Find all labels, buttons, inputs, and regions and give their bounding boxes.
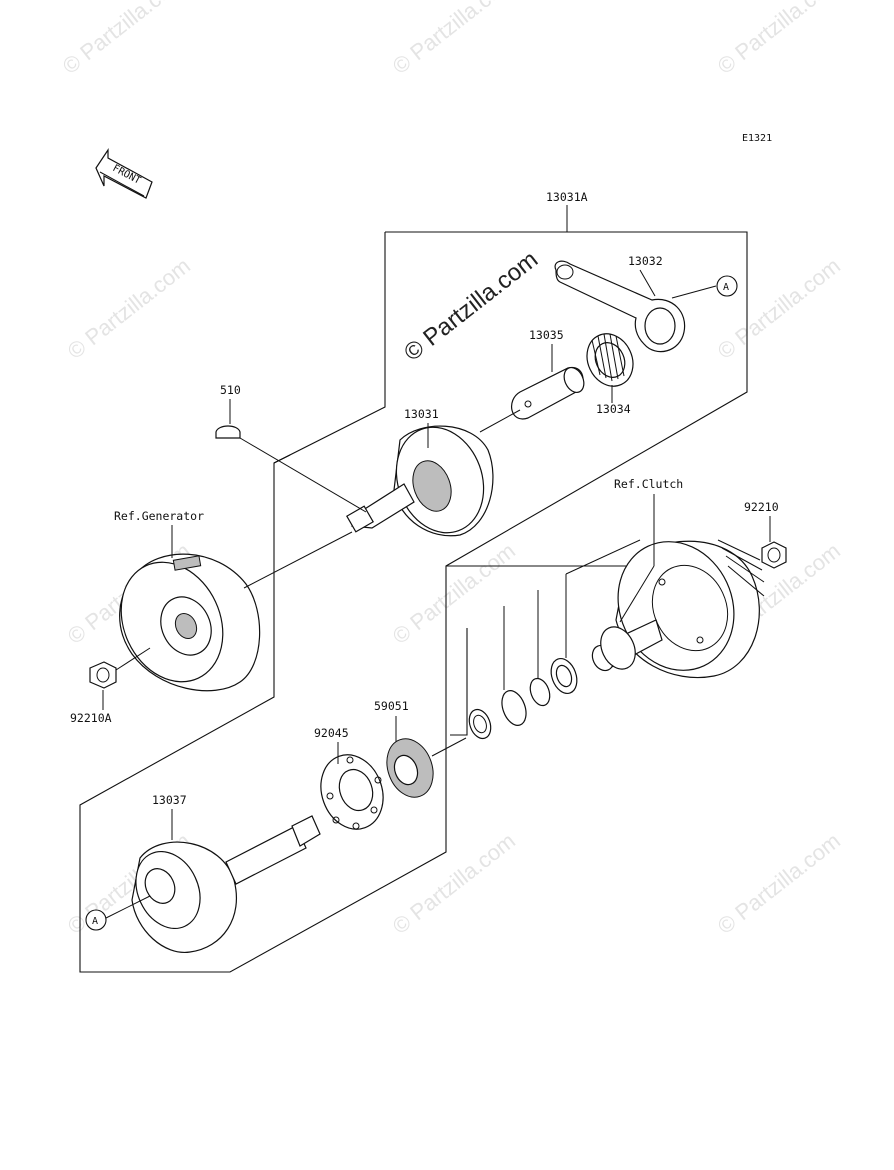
ball-bearing-92045 (320, 754, 384, 830)
callout-13031: 13031 (404, 407, 439, 421)
reference-marker-a (85, 909, 107, 931)
gear-59051 (386, 738, 434, 798)
watermark-text: © Partzilla.com (388, 0, 520, 79)
callout-59051: 59051 (374, 699, 409, 713)
callout-13031A: 13031A (546, 190, 588, 204)
callout-92210: 92210 (744, 500, 779, 514)
watermark-text: © Partzilla.com (713, 828, 845, 939)
woodruff-key (215, 425, 241, 439)
callout-13034: 13034 (596, 402, 631, 416)
crankshaft-right (346, 425, 494, 537)
clutch-assembly (591, 539, 765, 679)
callout-ref-generator: Ref.Generator (114, 509, 204, 523)
crank-pin (511, 366, 585, 420)
reference-marker-a (716, 275, 738, 297)
watermark-text: © Partzilla.com (388, 828, 520, 939)
needle-bearing (586, 333, 634, 387)
connecting-rod (554, 260, 686, 353)
generator-rotor (119, 553, 261, 692)
watermark-text: © Partzilla.com (63, 253, 195, 364)
callout-510: 510 (220, 383, 241, 397)
callout-13035: 13035 (529, 328, 564, 342)
watermark-main: © Partzilla.com (399, 246, 543, 367)
callout-13037: 13037 (152, 793, 187, 807)
crankshaft-left (131, 815, 321, 953)
watermark-text: © Partzilla.com (58, 0, 190, 79)
callout-ref-clutch: Ref.Clutch (614, 477, 683, 491)
marker-a-top: A (723, 282, 729, 293)
ref-code: E1321 (742, 133, 772, 144)
nut-92210 (761, 541, 787, 569)
clutch-washers (468, 657, 578, 740)
callout-92045: 92045 (314, 726, 349, 740)
callout-13032: 13032 (628, 254, 663, 268)
nut-92210a (89, 661, 117, 689)
callout-92210A: 92210A (70, 711, 112, 725)
front-arrow-icon: FRONT (95, 148, 153, 199)
watermark-text: © Partzilla.com (713, 253, 845, 364)
watermark-text: © Partzilla.com (713, 0, 845, 79)
watermark-text: © Partzilla.com (388, 538, 520, 649)
marker-a-bottom: A (92, 916, 98, 927)
